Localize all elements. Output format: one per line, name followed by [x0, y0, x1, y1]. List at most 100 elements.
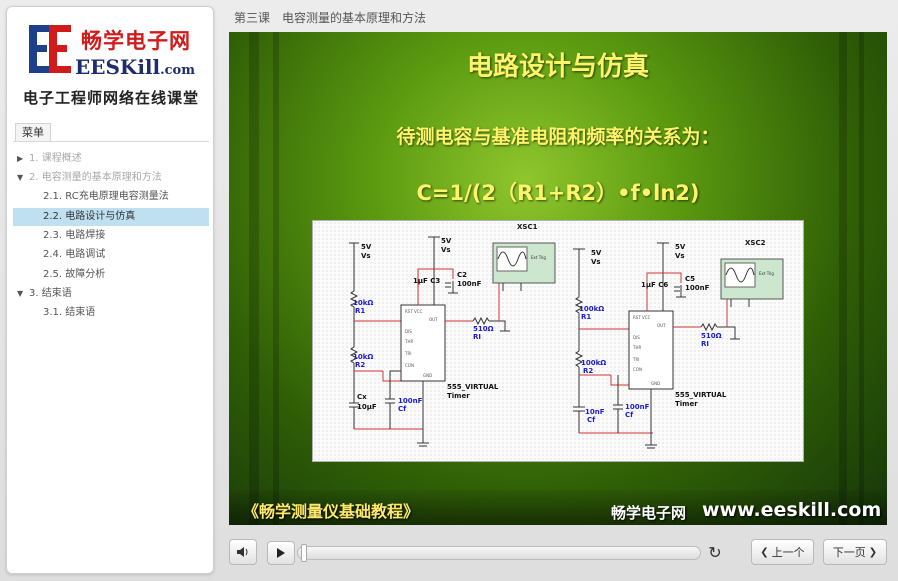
- left-ri-value: 510Ω: [473, 325, 494, 333]
- svg-text:OUT: OUT: [657, 323, 666, 328]
- chevron-right-icon: ❯: [868, 546, 878, 558]
- svg-text:CON: CON: [633, 367, 642, 372]
- logo-brand: 畅学电子网: [81, 28, 191, 53]
- menu-item-label: 2.4. 电路调试: [43, 249, 106, 260]
- left-vs2-label: Vs: [441, 246, 451, 254]
- svg-text:GND: GND: [423, 373, 432, 378]
- svg-text:RST VCC: RST VCC: [405, 309, 423, 314]
- right-c5-label: C5: [685, 275, 695, 283]
- menu-item-debugging[interactable]: 2.4. 电路调试: [13, 246, 209, 264]
- left-cf-label: Cf: [398, 405, 407, 413]
- left-ri-label: RI: [473, 333, 481, 341]
- slide-area: 电路设计与仿真 待测电容与基准电阻和频率的关系为： C=1/(2（R1+R2）•…: [229, 32, 887, 525]
- left-vcc2-label: 5V: [441, 237, 452, 245]
- menu-item-label: 2.3. 电路焊接: [43, 230, 106, 241]
- slide-subtitle: 待测电容与基准电阻和频率的关系为：: [396, 126, 720, 148]
- progress-handle[interactable]: [300, 544, 307, 562]
- menu-item-label: 2. 电容测量的基本原理和方法: [29, 172, 162, 183]
- left-scope-label: XSC1: [517, 223, 538, 231]
- volume-button[interactable]: [229, 539, 257, 565]
- progress-track[interactable]: [297, 546, 701, 560]
- collapse-arrow-icon: ▼: [17, 173, 24, 182]
- right-cf1-value: 10nF: [585, 408, 605, 416]
- menu-item-circuit-design[interactable]: 2.2. 电路设计与仿真: [13, 208, 209, 226]
- svg-text:THR: THR: [404, 339, 413, 344]
- replay-icon[interactable]: ↻: [708, 543, 722, 562]
- menu-item-label: 2.1. RC充电原理电容测量法: [43, 191, 169, 202]
- slide-footer-course: 《畅学测量仪基础教程》: [243, 502, 420, 521]
- course-menu: ▶ 1. 课程概述 ▼ 2. 电容测量的基本原理和方法 2.1. RC充电原理电容测…: [13, 141, 209, 571]
- left-panel: 畅学电子网 EESKill.com 电子工程师网络在线课堂 菜单 ▶ 1. 课程概…: [6, 6, 214, 574]
- svg-text:TRI: TRI: [404, 351, 411, 356]
- right-ri-value: 510Ω: [701, 332, 722, 340]
- next-button[interactable]: 下一页❯: [823, 539, 887, 565]
- left-cx-value: 10μF: [357, 403, 377, 411]
- right-r1-value: 100kΩ: [579, 305, 604, 313]
- svg-text:OUT: OUT: [429, 317, 438, 322]
- circuit-schematic: 5V Vs 10kΩ R1 10kΩ R2: [349, 223, 784, 449]
- right-timer-label: 555_VIRTUAL: [675, 391, 727, 399]
- prev-button[interactable]: ❮上一个: [751, 539, 814, 565]
- right-vcc-label: 5V: [591, 249, 602, 257]
- left-c2-label: C2: [457, 271, 467, 279]
- bg-stripe: [273, 32, 279, 525]
- left-c3-label: 1μF C3: [413, 277, 440, 285]
- logo-site-suffix: .com: [160, 63, 195, 78]
- svg-text:TRI: TRI: [632, 357, 639, 362]
- svg-text:Ext Trig: Ext Trig: [759, 271, 774, 276]
- left-vcc-label: 5V: [361, 243, 372, 251]
- left-r1-value: 10kΩ: [353, 299, 373, 307]
- right-r2-label: R2: [583, 367, 593, 375]
- left-r2-label: R2: [355, 361, 365, 369]
- right-c6-label: 1μF C6: [641, 281, 668, 289]
- left-r1-label: R1: [355, 307, 365, 315]
- right-cf1-label: Cf: [587, 416, 596, 424]
- right-r2-value: 100kΩ: [581, 359, 606, 367]
- menu-item-label: 2.5. 故障分析: [43, 269, 106, 280]
- svg-text:Ext Trig: Ext Trig: [531, 255, 546, 260]
- bg-stripe: [249, 32, 259, 525]
- left-vs-label: Vs: [361, 252, 371, 260]
- right-vcc2-label: 5V: [675, 243, 686, 251]
- menu-item-conclusion[interactable]: ▼ 3. 结束语: [13, 285, 209, 303]
- logo-slogan: 电子工程师网络在线课堂: [22, 89, 199, 107]
- ee-logo-icon: [29, 25, 71, 73]
- slide-footer-bar: [229, 490, 887, 525]
- left-circuit: 5V Vs 10kΩ R1 10kΩ R2: [349, 223, 556, 447]
- left-timer-sublabel: Timer: [447, 392, 470, 400]
- menu-item-rc-charging[interactable]: 2.1. RC充电原理电容测量法: [13, 188, 209, 206]
- lesson-title: 第三课 电容测量的基本原理和方法: [234, 11, 427, 25]
- menu-item-fault-analysis[interactable]: 2.5. 故障分析: [13, 266, 209, 284]
- svg-text:DIS: DIS: [405, 329, 412, 334]
- menu-item-label: 3. 结束语: [29, 288, 72, 299]
- left-c2-value: 100nF: [457, 280, 482, 288]
- slide-footer-brand: 畅学电子网: [611, 504, 687, 522]
- menu-item-label: 1. 课程概述: [29, 153, 82, 164]
- right-r1-label: R1: [581, 313, 591, 321]
- expand-arrow-icon: ▶: [17, 154, 24, 163]
- menu-item-conclusion-sub[interactable]: 3.1. 结束语: [13, 304, 209, 322]
- next-label: 下一页: [832, 546, 866, 559]
- left-timer-label: 555_VIRTUAL: [447, 383, 499, 391]
- left-r2-value: 10kΩ: [353, 353, 373, 361]
- circuit-diagram: 5V Vs 10kΩ R1 10kΩ R2: [312, 220, 804, 462]
- menu-item-capacitance-methods[interactable]: ▼ 2. 电容测量的基本原理和方法: [13, 169, 209, 187]
- left-cx-label: Cx: [357, 393, 367, 401]
- player-controls: ↻ ❮上一个 下一页❯: [229, 532, 887, 572]
- logo: 畅学电子网 EESKill.com 电子工程师网络在线课堂: [15, 15, 207, 115]
- right-scope-label: XSC2: [745, 239, 766, 247]
- svg-text:CON: CON: [405, 363, 414, 368]
- svg-text:GND: GND: [651, 381, 660, 386]
- play-button[interactable]: [267, 541, 295, 565]
- collapse-arrow-icon: ▼: [17, 289, 24, 298]
- prev-label: 上一个: [771, 546, 805, 559]
- right-timer-sublabel: Timer: [675, 400, 698, 408]
- speaker-icon: [237, 547, 248, 557]
- slide-formula: C=1/(2（R1+R2）•f•ln2): [416, 181, 700, 205]
- svg-text:THR: THR: [632, 345, 641, 350]
- menu-item-overview[interactable]: ▶ 1. 课程概述: [13, 150, 209, 168]
- play-icon: [277, 548, 285, 558]
- menu-item-soldering[interactable]: 2.3. 电路焊接: [13, 227, 209, 245]
- bg-stripe: [859, 32, 864, 525]
- menu-tab[interactable]: 菜单: [15, 123, 51, 141]
